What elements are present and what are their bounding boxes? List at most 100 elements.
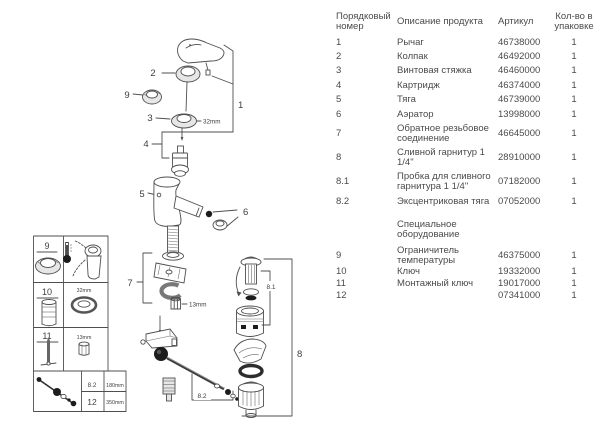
cell-qty: 1: [571, 290, 577, 302]
cell-description: Ограничитель температуры: [397, 244, 459, 266]
size-row-8-2-value: 180mm: [106, 383, 124, 389]
detail-label-10: 10: [42, 287, 52, 297]
cell-number: 3: [336, 65, 342, 77]
cell-number: 8: [336, 152, 342, 164]
part-waste-set: [233, 256, 267, 418]
cell-description: Колпак: [397, 50, 428, 62]
detail-dim-13mm: 13mm: [77, 335, 92, 341]
cell-number: 5: [336, 94, 342, 106]
table-row: 3 Винтовая стяжка 46460000 1: [336, 66, 598, 76]
size-row-12-label: 12: [87, 397, 97, 407]
part-cap: [175, 65, 201, 112]
cell-qty: 1: [571, 176, 577, 188]
table-header: Порядковый номер Описание продукта Артик…: [336, 12, 598, 32]
table-row: 10 Ключ 19332000 1: [336, 267, 598, 277]
cell-article: 46645000: [498, 127, 541, 139]
socket-key-icon: [41, 299, 57, 327]
cell-description: Эксцентриковая тяга: [397, 195, 490, 207]
table-row: 4 Картридж 46374000 1: [336, 79, 598, 91]
part-cartridge: [171, 145, 189, 177]
cell-number: 2: [336, 50, 342, 62]
part-temp-limiter: [142, 89, 162, 105]
part-screw-5: [156, 192, 162, 198]
cell-description: Тяга: [397, 94, 416, 106]
cell-qty: 1: [571, 152, 577, 164]
cell-qty: 1: [571, 195, 577, 207]
cell-description: Монтажный ключ: [397, 278, 474, 290]
callout-7: 7: [127, 278, 132, 289]
cell-article: 46375000: [498, 249, 541, 261]
callout-4: 4: [143, 139, 148, 150]
cell-qty: 1: [571, 50, 577, 62]
cell-qty: 1: [571, 278, 577, 290]
cell-number: 12: [336, 290, 347, 302]
table-row: 8 Сливной гарнитур 1 1/4" 28910000 1: [336, 148, 598, 168]
callout-lines: [132, 44, 293, 417]
cell-description: Картридж: [397, 79, 440, 91]
callout-5: 5: [139, 189, 144, 200]
col-header-description: Описание продукта: [397, 15, 483, 27]
cell-number: 11: [336, 278, 346, 290]
cell-qty: 1: [571, 108, 577, 120]
callout-6: 6: [243, 207, 248, 218]
part-aerator-seal: [205, 210, 213, 218]
cell-number: 6: [336, 108, 342, 120]
cell-number: 8.1: [336, 176, 350, 188]
nut-icon: [78, 341, 90, 356]
cell-number: 10: [336, 266, 347, 278]
cell-article: 46492000: [498, 50, 541, 62]
cell-article: 19017000: [498, 278, 541, 290]
cell-article: 46374000: [498, 79, 541, 91]
col-header-number: Порядковый номер: [336, 11, 391, 32]
rod-sketch: [36, 377, 77, 407]
cell-qty: 1: [571, 266, 577, 278]
part-screw-coupling: [171, 113, 197, 141]
cell-article: 28910000: [498, 152, 541, 164]
cell-number: 1: [336, 36, 342, 48]
cell-qty: 1: [571, 65, 577, 77]
callout-8-1: 8.1: [266, 284, 275, 291]
lever-sketch: [72, 240, 102, 280]
table-row: 8.1 Пробка для сливного гарнитура 1 1/4"…: [336, 172, 598, 192]
callout-9: 9: [124, 90, 129, 101]
part-eccentric-rod: [140, 315, 239, 402]
detail-label-9: 9: [44, 241, 49, 251]
cell-qty: 1: [571, 94, 577, 106]
cell-article: 46738000: [498, 36, 541, 48]
dim-13mm: 13mm: [189, 302, 207, 309]
special-equipment-title: Специальное оборудование: [397, 219, 460, 241]
cell-article: 13998000: [498, 108, 541, 120]
cell-number: 4: [336, 79, 342, 91]
cell-qty: 1: [571, 79, 577, 91]
table-row: 6 Аэратор 13998000 1: [336, 108, 598, 120]
cell-qty: 1: [571, 249, 577, 261]
cell-description: Рычаг: [397, 36, 424, 48]
detail-dim-32mm: 32mm: [77, 288, 92, 294]
detail-box: 9 10: [33, 235, 127, 412]
callout-3: 3: [147, 113, 152, 124]
table-row: 1 Рычаг 46738000 1: [336, 36, 598, 48]
size-row-12-value: 350mm: [106, 400, 124, 406]
thermometer-icon: [63, 242, 72, 263]
callout-8: 8: [297, 349, 302, 360]
cell-article: 19332000: [498, 266, 541, 278]
cell-description: Аэратор: [397, 108, 434, 120]
table-row: 7 Обратное резьбовое соединение 46645000…: [336, 124, 598, 144]
dim-32mm: 32mm: [203, 119, 221, 126]
table-row: 12 07341000 1: [336, 291, 598, 301]
faucet-body: [153, 176, 228, 254]
table-row: 9 Ограничитель температуры 46375000 1: [336, 246, 598, 266]
detail-label-11: 11: [42, 331, 51, 341]
table-row: 2 Колпак 46492000 1: [336, 52, 598, 62]
callout-1: 1: [238, 100, 243, 111]
cell-description: Винтовая стяжка: [397, 65, 472, 77]
part-mounting-set: [153, 251, 187, 310]
cell-qty: 1: [571, 127, 577, 139]
cell-article: 46739000: [498, 94, 541, 106]
exploded-parts-diagram: 1 2 3 4 5 6 7 8 9 8.1 8.2 32mm 13mm 9: [33, 38, 302, 418]
cell-number: 7: [336, 127, 342, 139]
table-row: 8.2 Эксцентриковая тяга 07052000 1: [336, 195, 598, 207]
part-lever: [177, 38, 225, 76]
callout-2: 2: [150, 68, 155, 79]
cell-number: 8.2: [336, 195, 350, 207]
